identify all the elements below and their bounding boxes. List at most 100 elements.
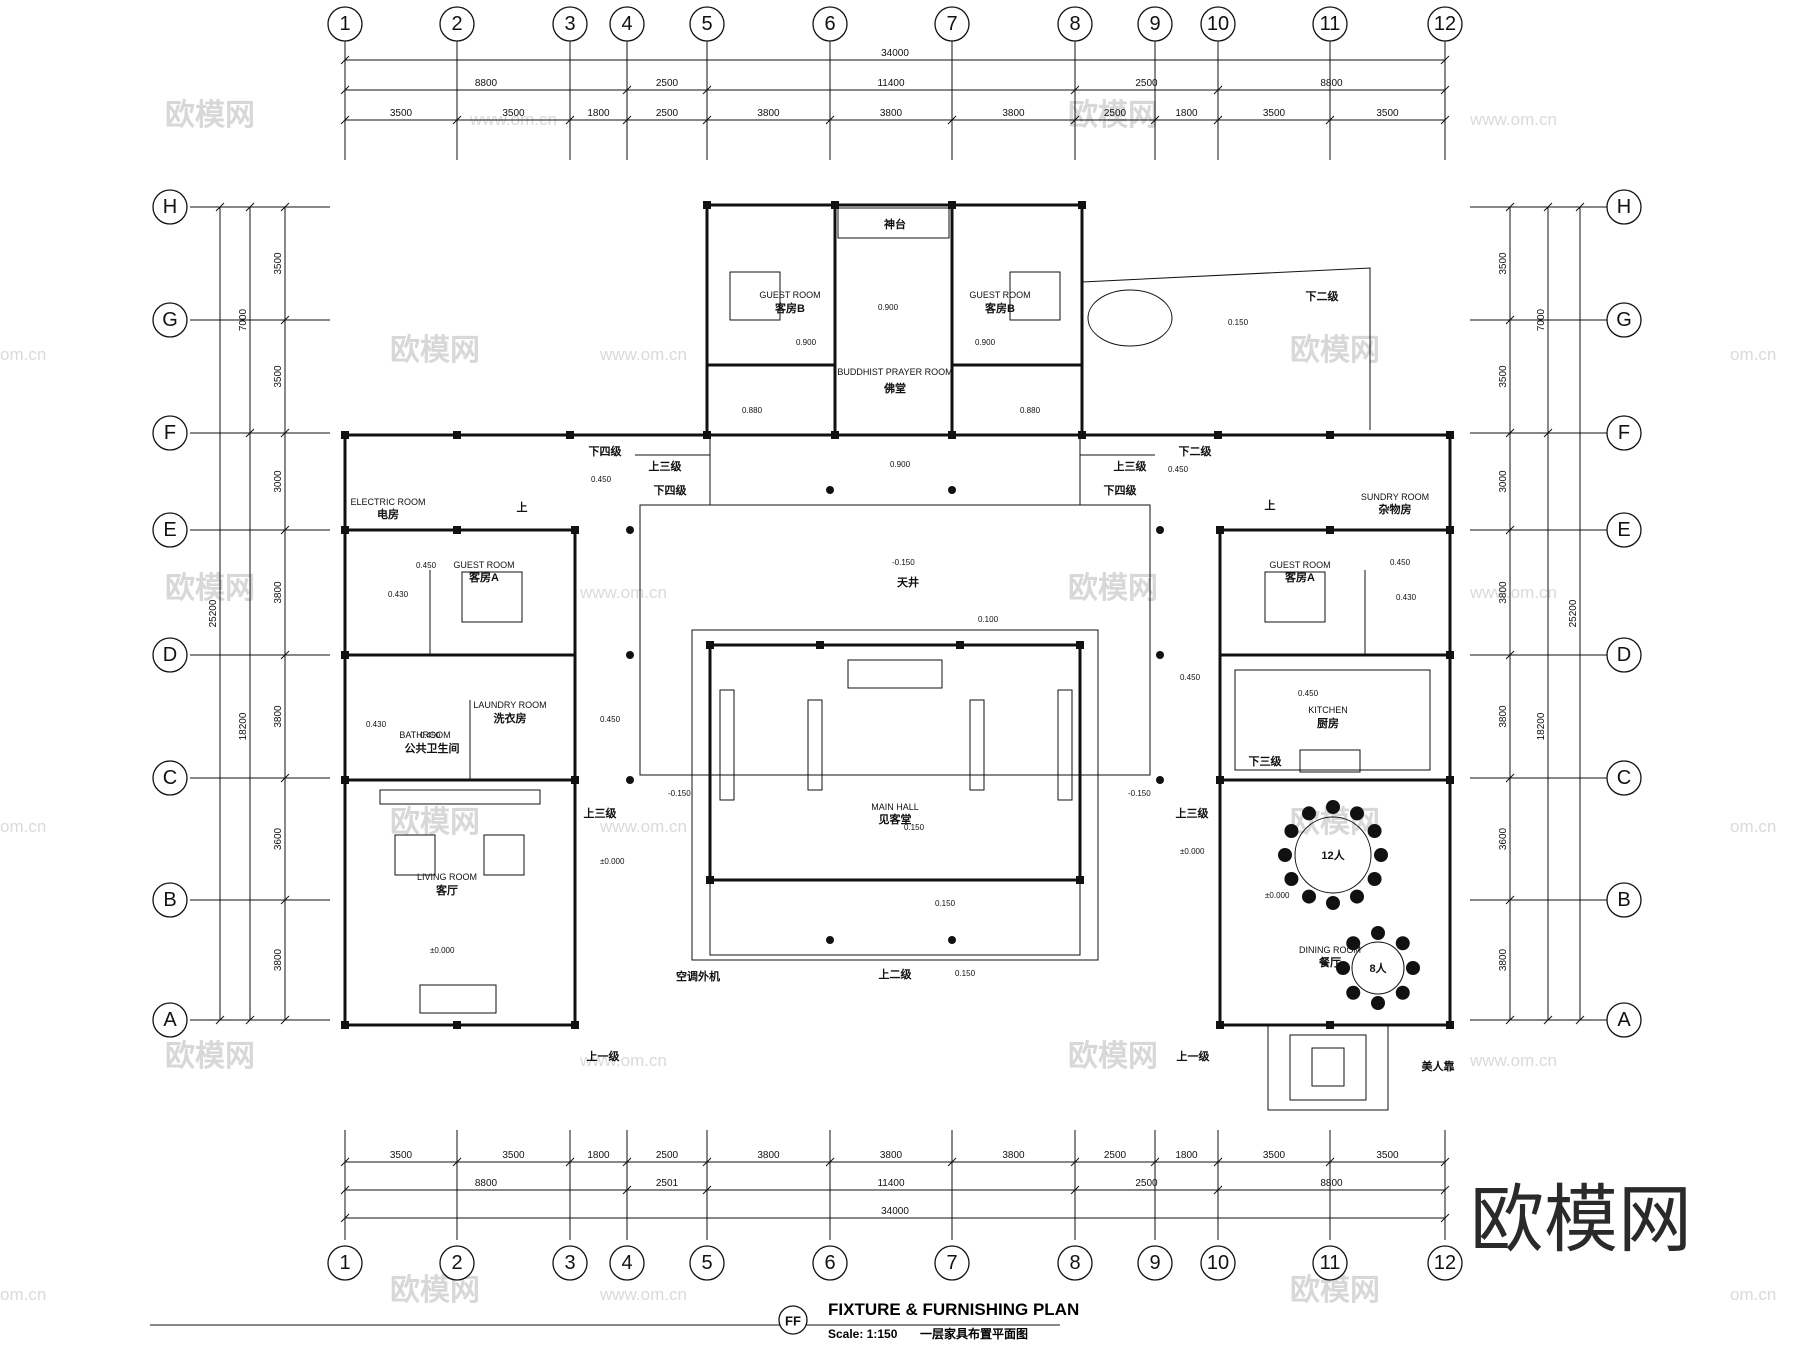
- label-bathroom-en: BATHROOM: [399, 730, 450, 740]
- level-front: 0.150: [955, 969, 976, 978]
- label-guest-b-left-cn: 客房B: [774, 301, 805, 315]
- dim-top-mid-tick: [1440, 85, 1450, 95]
- watermark-layer: 欧模网欧模网欧模网欧模网欧模网欧模网欧模网欧模网欧模网欧模网欧模网欧模网www.…: [0, 99, 1776, 1307]
- dim-top-mid-tick: [340, 85, 350, 95]
- dim-bottom-detail-tick: [452, 1157, 462, 1167]
- dim-bottom-detail-value: 3800: [757, 1150, 780, 1161]
- dim-left-detail-tick: [280, 895, 290, 905]
- level-front-terrace: 0.150: [935, 899, 956, 908]
- step-labels: 下二级 下四级 下二级 上三级 上三级 下四级 下四级 上 上 下三级 上三级 …: [517, 289, 1340, 1063]
- grid-label-bottom: 7: [946, 1252, 957, 1274]
- dim-bottom-detail-value: 2500: [656, 1150, 679, 1161]
- grid-bubble-bottom: [1200, 1245, 1236, 1281]
- label-guest-a-right-cn: 客房A: [1284, 570, 1315, 584]
- title-block: FF FIXTURE & FURNISHING PLAN Scale: 1:15…: [150, 1300, 1079, 1341]
- step-up-right: 上: [1265, 498, 1276, 512]
- grid-label-right: A: [1617, 1009, 1631, 1031]
- watermark-brand: 欧模网: [390, 806, 480, 839]
- watermark-brand: 欧模网: [165, 572, 255, 605]
- watermark-url-short: om.cn: [1730, 345, 1776, 364]
- level-hall-steps: 0.100: [978, 615, 999, 624]
- grid-label-bottom: 2: [451, 1252, 462, 1274]
- label-dining-cn: 餐厅: [1318, 955, 1341, 969]
- round-column: [626, 776, 634, 784]
- dim-bottom-detail-value: 1800: [1175, 1150, 1198, 1161]
- level-kitchen: 0.450: [1298, 689, 1319, 698]
- dim-right-detail-tick: [1505, 525, 1515, 535]
- watermark-brand: 欧模网: [1068, 572, 1158, 605]
- column: [1326, 1021, 1334, 1029]
- column: [1326, 526, 1334, 534]
- label-bathroom-cn: 公共卫生间: [405, 741, 460, 755]
- dim-bottom-mid-tick: [702, 1185, 712, 1195]
- dim-top-detail-tick: [702, 115, 712, 125]
- label-kitchen-en: KITCHEN: [1308, 705, 1348, 715]
- grid-label-left: G: [162, 309, 178, 331]
- column: [831, 431, 839, 439]
- label-laundry-cn: 洗衣房: [494, 711, 527, 725]
- grid-bubble-left: [152, 1002, 188, 1038]
- dim-right-detail-tick: [1505, 315, 1515, 325]
- watermark-url: www.om.cn: [579, 1051, 667, 1070]
- brand-watermark: 欧模网: [1470, 1177, 1692, 1263]
- dining-chair: [1367, 824, 1382, 838]
- dim-left-detail-tick: [280, 525, 290, 535]
- step-down-three-kitchen: 下三级: [1249, 754, 1283, 768]
- label-shrine: 神台: [884, 217, 906, 231]
- dim-right-detail-tick: [1505, 428, 1515, 438]
- grid-bubble-bottom: [327, 1245, 363, 1281]
- dim-left-total-tick: [215, 1015, 225, 1025]
- column: [706, 876, 714, 884]
- level-prayer: 0.900: [878, 303, 899, 312]
- dim-bottom-mid-tick: [340, 1185, 350, 1195]
- dim-top-total-tick: [340, 55, 350, 65]
- grid-label-bottom: 5: [701, 1252, 712, 1274]
- round-column: [826, 936, 834, 944]
- dim-bottom-detail-value: 3800: [1002, 1150, 1025, 1161]
- dim-bottom-total-tick: [1440, 1213, 1450, 1223]
- grid-bubble-bottom: [812, 1245, 848, 1281]
- step-up-one-right: 上一级: [1177, 1049, 1211, 1063]
- drawing-title-cn: 一层家具布置平面图: [920, 1326, 1028, 1341]
- column: [956, 641, 964, 649]
- step-up-one-left: 上一级: [587, 1049, 621, 1063]
- dim-top-detail-tick: [1440, 115, 1450, 125]
- level-right-entry: -0.150: [1128, 789, 1151, 798]
- dim-top-mid-tick: [622, 85, 632, 95]
- column: [1326, 431, 1334, 439]
- step-down-four-right: 下四级: [1104, 483, 1138, 497]
- dim-left-mid-tick: [245, 428, 255, 438]
- dining-chair: [1406, 961, 1420, 975]
- grid-label-right: B: [1617, 889, 1630, 911]
- room-labels: 神台 BUDDHIST PRAYER ROOM 佛堂 GUEST ROOM 客房…: [350, 217, 1454, 1073]
- grid-bubble-left: [152, 760, 188, 796]
- grid-label-top: 3: [564, 13, 575, 35]
- dim-top-mid-tick: [1070, 85, 1080, 95]
- label-guest-b-right-en: GUEST ROOM: [969, 290, 1030, 300]
- dining-chair: [1395, 985, 1410, 1000]
- dim-bottom-detail-tick: [825, 1157, 835, 1167]
- grid-bubble-right: [1606, 760, 1642, 796]
- grid-label-top: 6: [824, 13, 835, 35]
- watermark-brand: 欧模网: [1068, 99, 1158, 132]
- dim-top-detail-tick: [825, 115, 835, 125]
- grid-bubble-left: [152, 302, 188, 338]
- grid-label-top: 12: [1434, 13, 1456, 35]
- dining-chair: [1346, 936, 1361, 951]
- grid-bubble-top: [1057, 6, 1093, 42]
- column: [453, 1021, 461, 1029]
- watermark-brand: 欧模网: [1068, 1040, 1158, 1073]
- dim-top-detail-value: 3500: [502, 108, 525, 119]
- dim-top-mid-value: 8800: [1320, 78, 1343, 89]
- dim-top-mid-tick: [702, 85, 712, 95]
- dim-top-detail-value: 3500: [1376, 108, 1399, 119]
- dim-right-detail-value: 3000: [1498, 470, 1509, 493]
- watermark-url: www.om.cn: [1469, 1051, 1557, 1070]
- level-bath-left: 0.880: [742, 406, 763, 415]
- column: [703, 431, 711, 439]
- dim-right-detail-tick: [1505, 895, 1515, 905]
- column: [703, 201, 711, 209]
- dim-top-detail-tick: [622, 115, 632, 125]
- dim-left-detail-tick: [280, 202, 290, 212]
